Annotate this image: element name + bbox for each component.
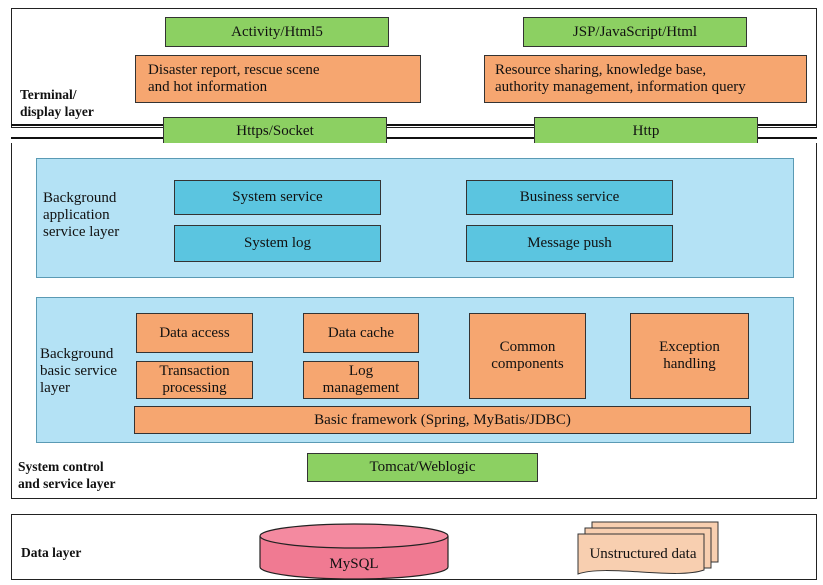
transaction-processing-box: Transaction processing xyxy=(136,361,253,399)
connector-label-right: Http xyxy=(632,122,660,139)
log-management-box: Log management xyxy=(303,361,419,399)
feature-label-left: Disaster report, rescue scene and hot in… xyxy=(148,62,320,95)
tech-label-left: Activity/Html5 xyxy=(231,23,323,40)
business-service-label: Business service xyxy=(519,189,620,205)
connector-label-left: Https/Socket xyxy=(236,122,314,139)
system-log-box: System log xyxy=(174,225,381,262)
connector-https-socket: Https/Socket xyxy=(163,117,387,145)
exception-handling-label: Exception handling xyxy=(659,339,720,372)
system-service-label: System service xyxy=(232,189,323,205)
message-push-box: Message push xyxy=(466,225,673,262)
mysql-database-icon xyxy=(259,523,449,580)
tomcat-weblogic-label: Tomcat/Weblogic xyxy=(369,459,476,475)
tech-label-right: JSP/JavaScript/Html xyxy=(572,23,698,40)
business-service-box: Business service xyxy=(466,180,673,215)
data-layer-label: Data layer xyxy=(21,545,82,560)
transaction-processing-label: Transaction processing xyxy=(159,363,230,396)
feature-label-right: Resource sharing, knowledge base, author… xyxy=(495,62,746,95)
mysql-label: MySQL xyxy=(329,556,379,572)
data-cache-box: Data cache xyxy=(303,313,419,353)
data-access-label: Data access xyxy=(159,324,230,341)
terminal-layer-label: Terminal/ display layer xyxy=(20,87,94,119)
feature-box-resource-sharing: Resource sharing, knowledge base, author… xyxy=(484,55,807,103)
tomcat-weblogic-box: Tomcat/Weblogic xyxy=(307,453,538,482)
tech-box-activity-html5: Activity/Html5 xyxy=(165,17,389,47)
connector-rail-top xyxy=(11,124,817,126)
system-log-label: System log xyxy=(243,235,312,251)
common-components-box: Common components xyxy=(469,313,586,399)
system-layer-label: System control and service layer xyxy=(18,459,116,491)
system-service-box: System service xyxy=(174,180,381,215)
basic-framework-box: Basic framework (Spring, MyBatis/JDBC) xyxy=(134,406,751,434)
basic-service-label: Background basic service layer xyxy=(40,346,118,396)
connector-http: Http xyxy=(534,117,758,145)
app-service-label: Background application service layer xyxy=(43,190,120,240)
connector-rail-bottom xyxy=(11,137,817,139)
message-push-label: Message push xyxy=(527,235,612,251)
data-cache-label: Data cache xyxy=(327,324,395,341)
log-management-label: Log management xyxy=(322,363,400,396)
common-components-label: Common components xyxy=(491,339,564,372)
data-access-box: Data access xyxy=(136,313,253,353)
exception-handling-box: Exception handling xyxy=(630,313,749,399)
tech-box-jsp-javascript-html: JSP/JavaScript/Html xyxy=(523,17,747,47)
feature-box-disaster-report: Disaster report, rescue scene and hot in… xyxy=(135,55,421,103)
unstructured-data-label: Unstructured data xyxy=(589,546,697,562)
unstructured-data-icon xyxy=(577,521,719,575)
basic-framework-label: Basic framework (Spring, MyBatis/JDBC) xyxy=(314,411,571,428)
